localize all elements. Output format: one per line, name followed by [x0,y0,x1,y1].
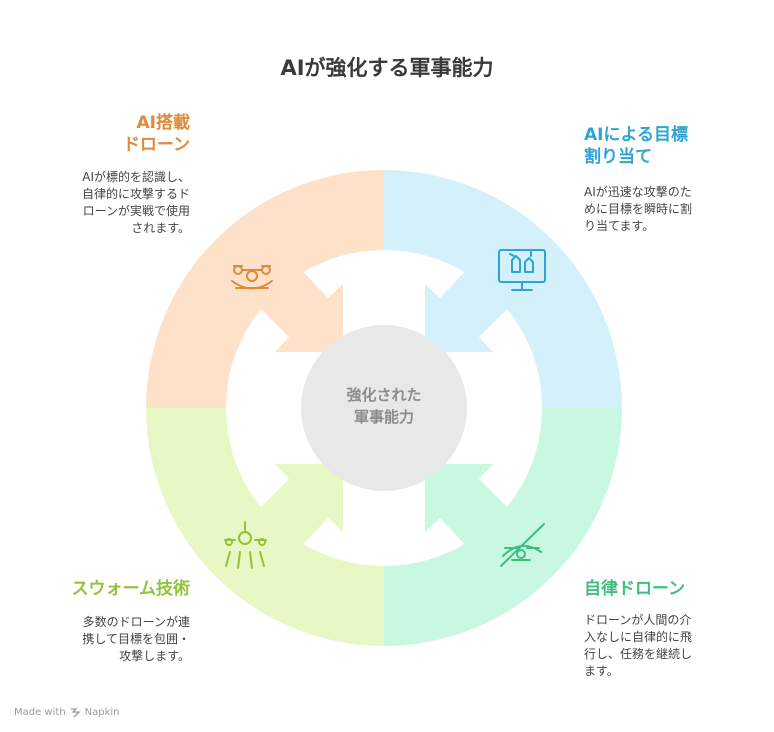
quadrant-ai-targeting: AIによる目標 割り当て [584,124,688,168]
quadrant-title: AI搭載 ドローン [122,113,190,155]
quadrant-description-ai-targeting: AIが迅速な攻撃のた めに目標を瞬時に割 り当てます。 [584,185,693,233]
drone-slash-icon [500,523,545,567]
quadrant-title: 自律ドローン [584,579,686,599]
monitor-missiles-icon [498,249,546,291]
footer-watermark[interactable]: Made with Napkin [14,707,120,718]
quadrant-description-ai-drone: AIが標的を認識し、 自律的に攻撃するド ローンが実戦で使用 されます。 [81,170,190,235]
quadrant-autonomous-drone: 自律ドローン [584,578,685,600]
quadrant-description-swarm-tech: 多数のドローンが連 携して目標を包囲・ 攻撃します。 [82,615,190,663]
center-label: 強化された 軍事能力 [302,384,466,428]
quadrant-ai-drone: AI搭載 ドローン [123,112,190,156]
arrow-bottom-right [425,464,516,556]
napkin-logo-icon [70,708,81,718]
center-label-line2: 軍事能力 [353,408,414,426]
swarm-drone-icon [224,521,267,569]
footer-brand: Napkin [84,707,120,718]
footer-made-with: Made with [14,707,66,718]
arrow-top-right [425,260,516,352]
arrow-top-left [252,260,343,352]
center-label-line1: 強化された [346,386,422,404]
drone-icon [231,265,273,290]
center-circle [301,325,467,491]
arrow-bottom-left [252,464,343,556]
quadrant-swarm-tech: スウォーム技術 [72,578,191,600]
quadrant-title: AIによる目標 割り当て [584,125,688,167]
quadrant-description-autonomous-drone: ドローンが人間の介 入なしに自律的に飛 行し、任務を継続し ます。 [584,613,693,678]
quadrant-title: スウォーム技術 [71,579,191,599]
page-title: AIが強化する軍事能力 [280,56,494,80]
